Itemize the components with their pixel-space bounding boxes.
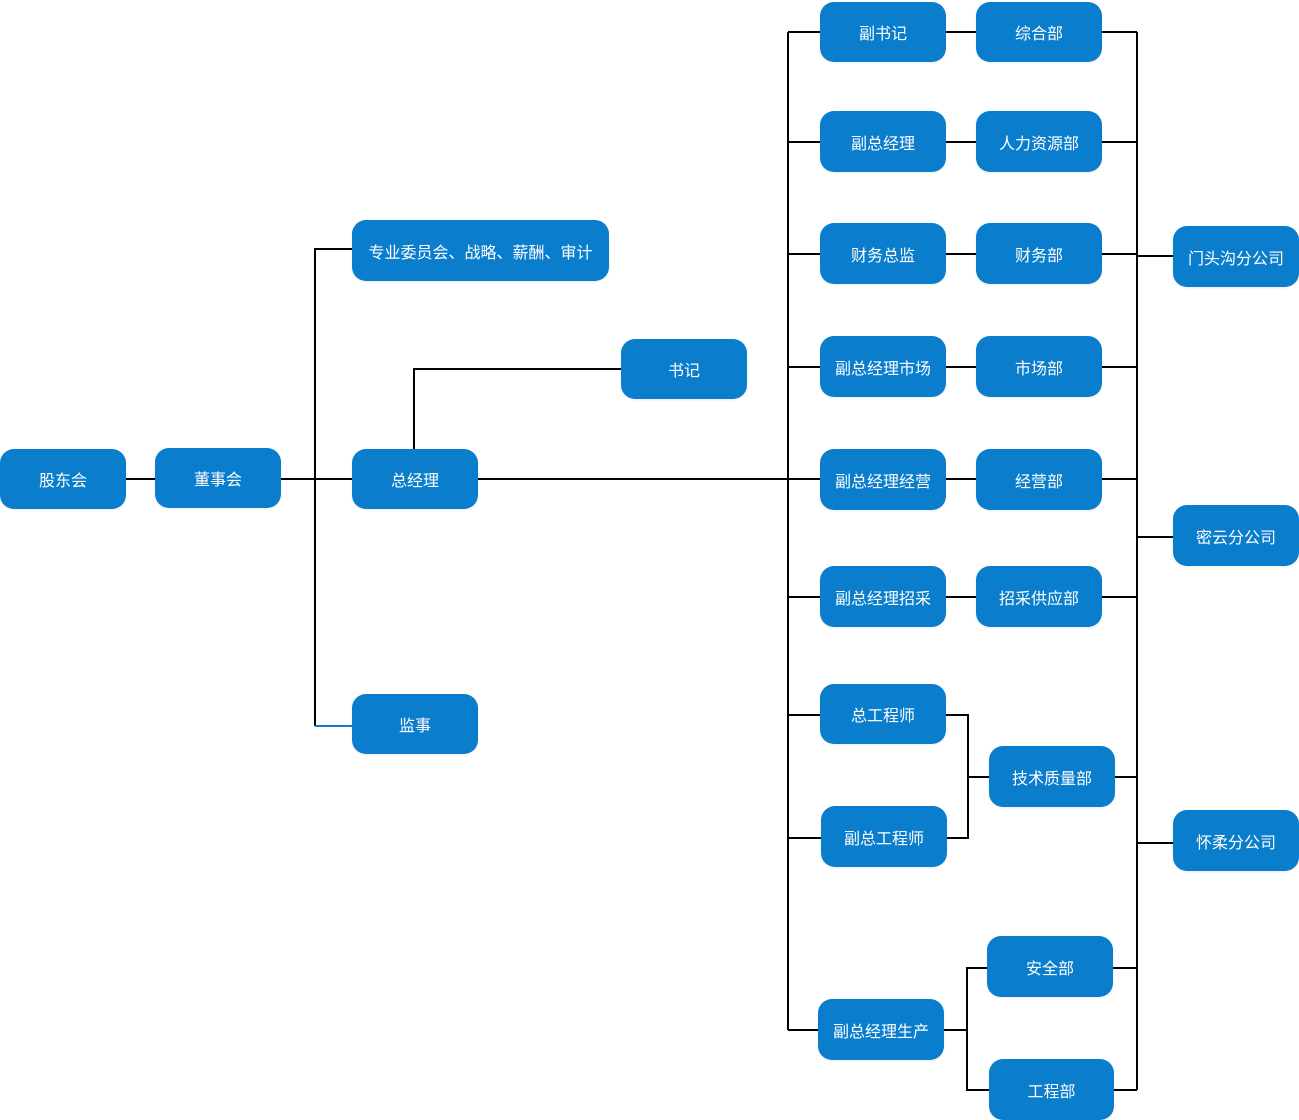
node-gudonghui[interactable]: 股东会: [0, 449, 126, 509]
node-fuzong-shichang[interactable]: 副总经理市场: [820, 336, 946, 397]
node-fuzonggongchengshi[interactable]: 副总工程师: [821, 806, 947, 867]
connector: [946, 714, 969, 839]
node-fuzong[interactable]: 副总经理: [820, 111, 946, 172]
connector-group: [126, 31, 1173, 1091]
node-mentougou-branch[interactable]: 门头沟分公司: [1173, 226, 1299, 287]
node-huairou-branch[interactable]: 怀柔分公司: [1173, 810, 1299, 871]
node-zonggongchengshi[interactable]: 总工程师: [820, 684, 946, 744]
node-fuzong-shengchan[interactable]: 副总经理生产: [818, 999, 944, 1060]
node-shuji[interactable]: 书记: [621, 339, 747, 399]
node-zhuanye-committee[interactable]: 专业委员会、战略、薪酬、审计: [352, 220, 609, 281]
node-gongchengbu[interactable]: 工程部: [989, 1059, 1114, 1120]
node-fushuji[interactable]: 副书记: [820, 2, 946, 62]
node-fuzong-zhaocai[interactable]: 副总经理招采: [820, 566, 946, 627]
node-jingyingbu[interactable]: 经营部: [976, 449, 1102, 510]
node-zongjingli[interactable]: 总经理: [352, 449, 478, 509]
node-zonghebu[interactable]: 综合部: [976, 2, 1102, 62]
node-dongshihui[interactable]: 董事会: [155, 448, 281, 508]
node-fuzong-jingying[interactable]: 副总经理经营: [820, 449, 946, 510]
node-caiwubu[interactable]: 财务部: [976, 223, 1102, 284]
node-anquanbu[interactable]: 安全部: [987, 936, 1113, 997]
node-caiwuzongjian[interactable]: 财务总监: [820, 223, 946, 284]
connector: [413, 368, 621, 449]
node-miyun-branch[interactable]: 密云分公司: [1173, 505, 1299, 566]
node-jianshi[interactable]: 监事: [352, 694, 478, 754]
connector: [314, 248, 352, 726]
node-renlibu[interactable]: 人力资源部: [976, 111, 1102, 172]
node-jishubu[interactable]: 技术质量部: [989, 746, 1115, 807]
node-zhaocaibu[interactable]: 招采供应部: [976, 566, 1102, 627]
connector: [966, 967, 989, 1091]
node-shichangbu[interactable]: 市场部: [976, 336, 1102, 397]
